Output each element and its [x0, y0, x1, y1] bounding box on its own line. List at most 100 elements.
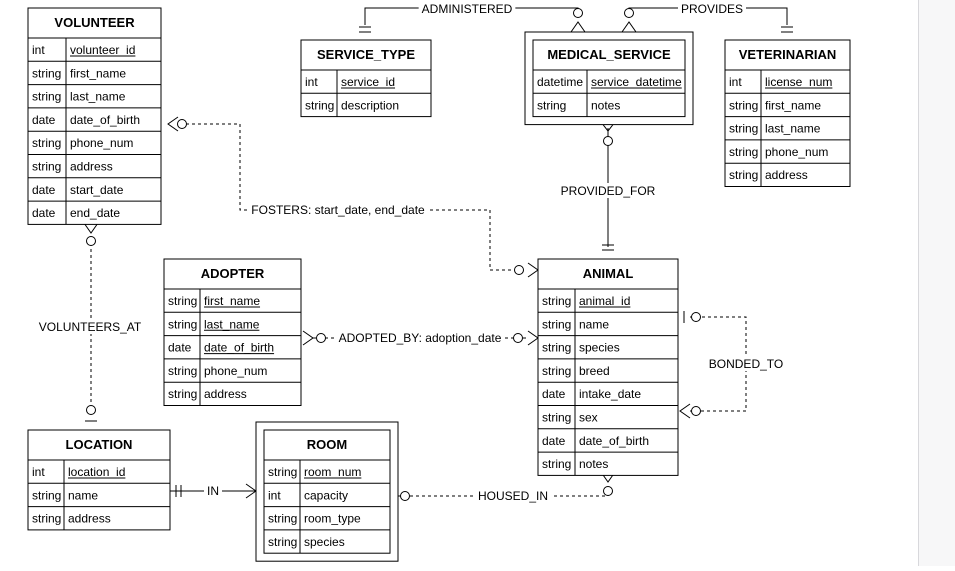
relationship-label-provided-for: PROVIDED_FOR	[561, 184, 656, 198]
zero-marker	[86, 236, 96, 246]
attribute-type: string	[32, 488, 61, 502]
entity-title: ANIMAL	[583, 266, 634, 281]
relationship-label-adopted-by: ADOPTED_BY: adoption_date	[339, 331, 502, 345]
attribute-type: date	[32, 113, 56, 127]
attribute-type: string	[542, 364, 571, 378]
attribute-type: string	[542, 317, 571, 331]
attribute-type: int	[729, 75, 742, 89]
attribute-name: room_type	[304, 512, 361, 526]
attribute-name: description	[341, 98, 399, 112]
relationship-label-background	[677, 1, 747, 16]
many-marker	[679, 403, 691, 419]
attribute-key-name: volunteer_id	[70, 43, 135, 57]
attribute-type: date	[168, 341, 192, 355]
fosters-line	[180, 123, 526, 271]
attribute-name: sex	[579, 411, 598, 425]
entity-title: ROOM	[307, 437, 347, 452]
entity-box	[163, 258, 302, 406]
attribute-name: phone_num	[204, 364, 267, 378]
attribute-type: string	[168, 294, 197, 308]
relationship-label-background	[35, 319, 145, 334]
entity-box	[263, 429, 391, 554]
attribute-type: string	[542, 457, 571, 471]
many-marker	[167, 116, 179, 132]
zero-marker	[316, 333, 326, 343]
attribute-key-name: service_id	[341, 75, 395, 89]
attribute-type: string	[268, 465, 297, 479]
attribute-key-name: last_name	[204, 317, 260, 331]
relationship-label-background	[705, 356, 787, 371]
attribute-key-name: date_of_birth	[204, 341, 274, 355]
many-marker	[527, 330, 539, 346]
attribute-name: address	[204, 387, 247, 401]
attribute-name: address	[68, 512, 111, 526]
attribute-type: string	[729, 168, 758, 182]
attribute-type: date	[542, 387, 566, 401]
attribute-type: string	[32, 160, 61, 174]
right-side-panel	[918, 0, 955, 566]
relationship-label-housed-in: HOUSED_IN	[478, 489, 548, 503]
attribute-type: string	[729, 122, 758, 136]
attribute-name: capacity	[304, 488, 348, 502]
attribute-name: address	[70, 160, 113, 174]
attribute-name: start_date	[70, 183, 124, 197]
zero-marker	[691, 312, 701, 322]
attribute-type: date	[32, 206, 56, 220]
attribute-type: int	[32, 465, 45, 479]
zero-marker	[400, 491, 410, 501]
attribute-name: notes	[591, 98, 620, 112]
relationship-label-provides: PROVIDES	[681, 2, 743, 16]
attribute-name: breed	[579, 364, 610, 378]
entity-box	[27, 429, 171, 531]
entity-title: VETERINARIAN	[739, 47, 837, 62]
attribute-type: string	[537, 98, 566, 112]
many-marker	[570, 21, 586, 33]
attribute-type: string	[32, 136, 61, 150]
relationship-lines	[83, 7, 793, 502]
entity-box	[724, 39, 851, 187]
relationship-label-in: IN	[207, 484, 219, 498]
many-marker	[621, 21, 637, 33]
entity-title: SERVICE_TYPE	[317, 47, 415, 62]
zero-marker	[86, 405, 96, 415]
entity-box	[537, 258, 679, 476]
zero-marker	[514, 265, 524, 275]
attribute-type: string	[32, 66, 61, 80]
zero-marker	[573, 8, 583, 18]
attribute-type: string	[168, 387, 197, 401]
zero-marker	[691, 406, 701, 416]
zero-marker	[603, 136, 613, 146]
attribute-type: string	[32, 90, 61, 104]
attribute-type: string	[268, 535, 297, 549]
attribute-key-name: location_id	[68, 465, 125, 479]
attribute-name: last_name	[765, 122, 821, 136]
zero-marker	[603, 486, 613, 496]
entity-title: VOLUNTEER	[54, 15, 135, 30]
zero-marker	[177, 119, 187, 129]
attribute-name: first_name	[70, 66, 126, 80]
relationship-label-volunteers-at: VOLUNTEERS_AT	[39, 320, 142, 334]
zero-marker	[513, 333, 523, 343]
relationship-label-background	[204, 483, 222, 498]
attribute-name: phone_num	[765, 145, 828, 159]
attribute-key-name: room_num	[304, 465, 361, 479]
entity-box	[532, 39, 686, 118]
many-marker	[527, 262, 539, 278]
relationship-label-background	[418, 1, 516, 16]
attribute-key-name: animal_id	[579, 294, 630, 308]
attribute-name: first_name	[765, 98, 821, 112]
attribute-type: string	[729, 145, 758, 159]
attribute-type: string	[32, 512, 61, 526]
relationship-label-background	[474, 488, 552, 503]
entity-title: LOCATION	[66, 437, 133, 452]
attribute-type: date	[32, 183, 56, 197]
attribute-name: species	[304, 535, 345, 549]
